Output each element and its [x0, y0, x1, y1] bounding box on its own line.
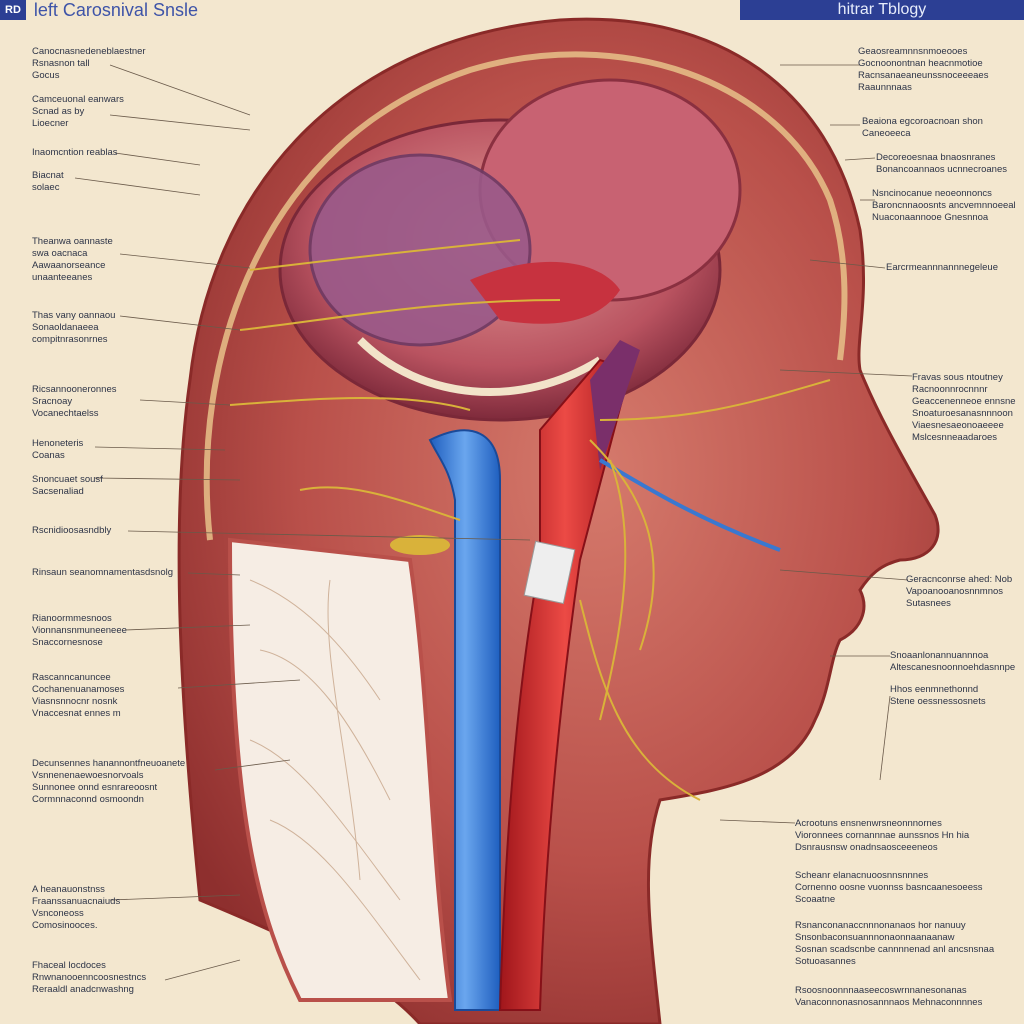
brain-stem [470, 261, 620, 324]
carotid-artery [498, 358, 632, 1011]
jugular-vein [428, 429, 501, 1011]
header-right-title: hitrar Tblogy [740, 0, 1024, 20]
ventricle [357, 337, 603, 396]
internal-vein [590, 340, 640, 470]
page-title: left Carosnival Snsle [33, 0, 198, 20]
nerves [229, 239, 831, 801]
label-left-3: Inaomcntion reablas [32, 147, 118, 158]
neck-section [227, 537, 453, 1002]
skull-outline [203, 51, 848, 541]
neck-tissue-lines [249, 579, 421, 981]
label-left-11: Rinsaun seanomnamentasdsnolg [32, 567, 174, 578]
header-left: RD left Carosnival Snsle [0, 0, 198, 20]
leader-lines [74, 64, 913, 981]
label-left-10: Rscnidioosasndbly [32, 525, 112, 536]
carotid-band [523, 540, 576, 605]
label-right-5: Earcrmeannnannnegeleue [886, 262, 998, 273]
header-badge: RD [0, 0, 26, 20]
facial-vein [598, 458, 781, 552]
gland [390, 535, 450, 555]
